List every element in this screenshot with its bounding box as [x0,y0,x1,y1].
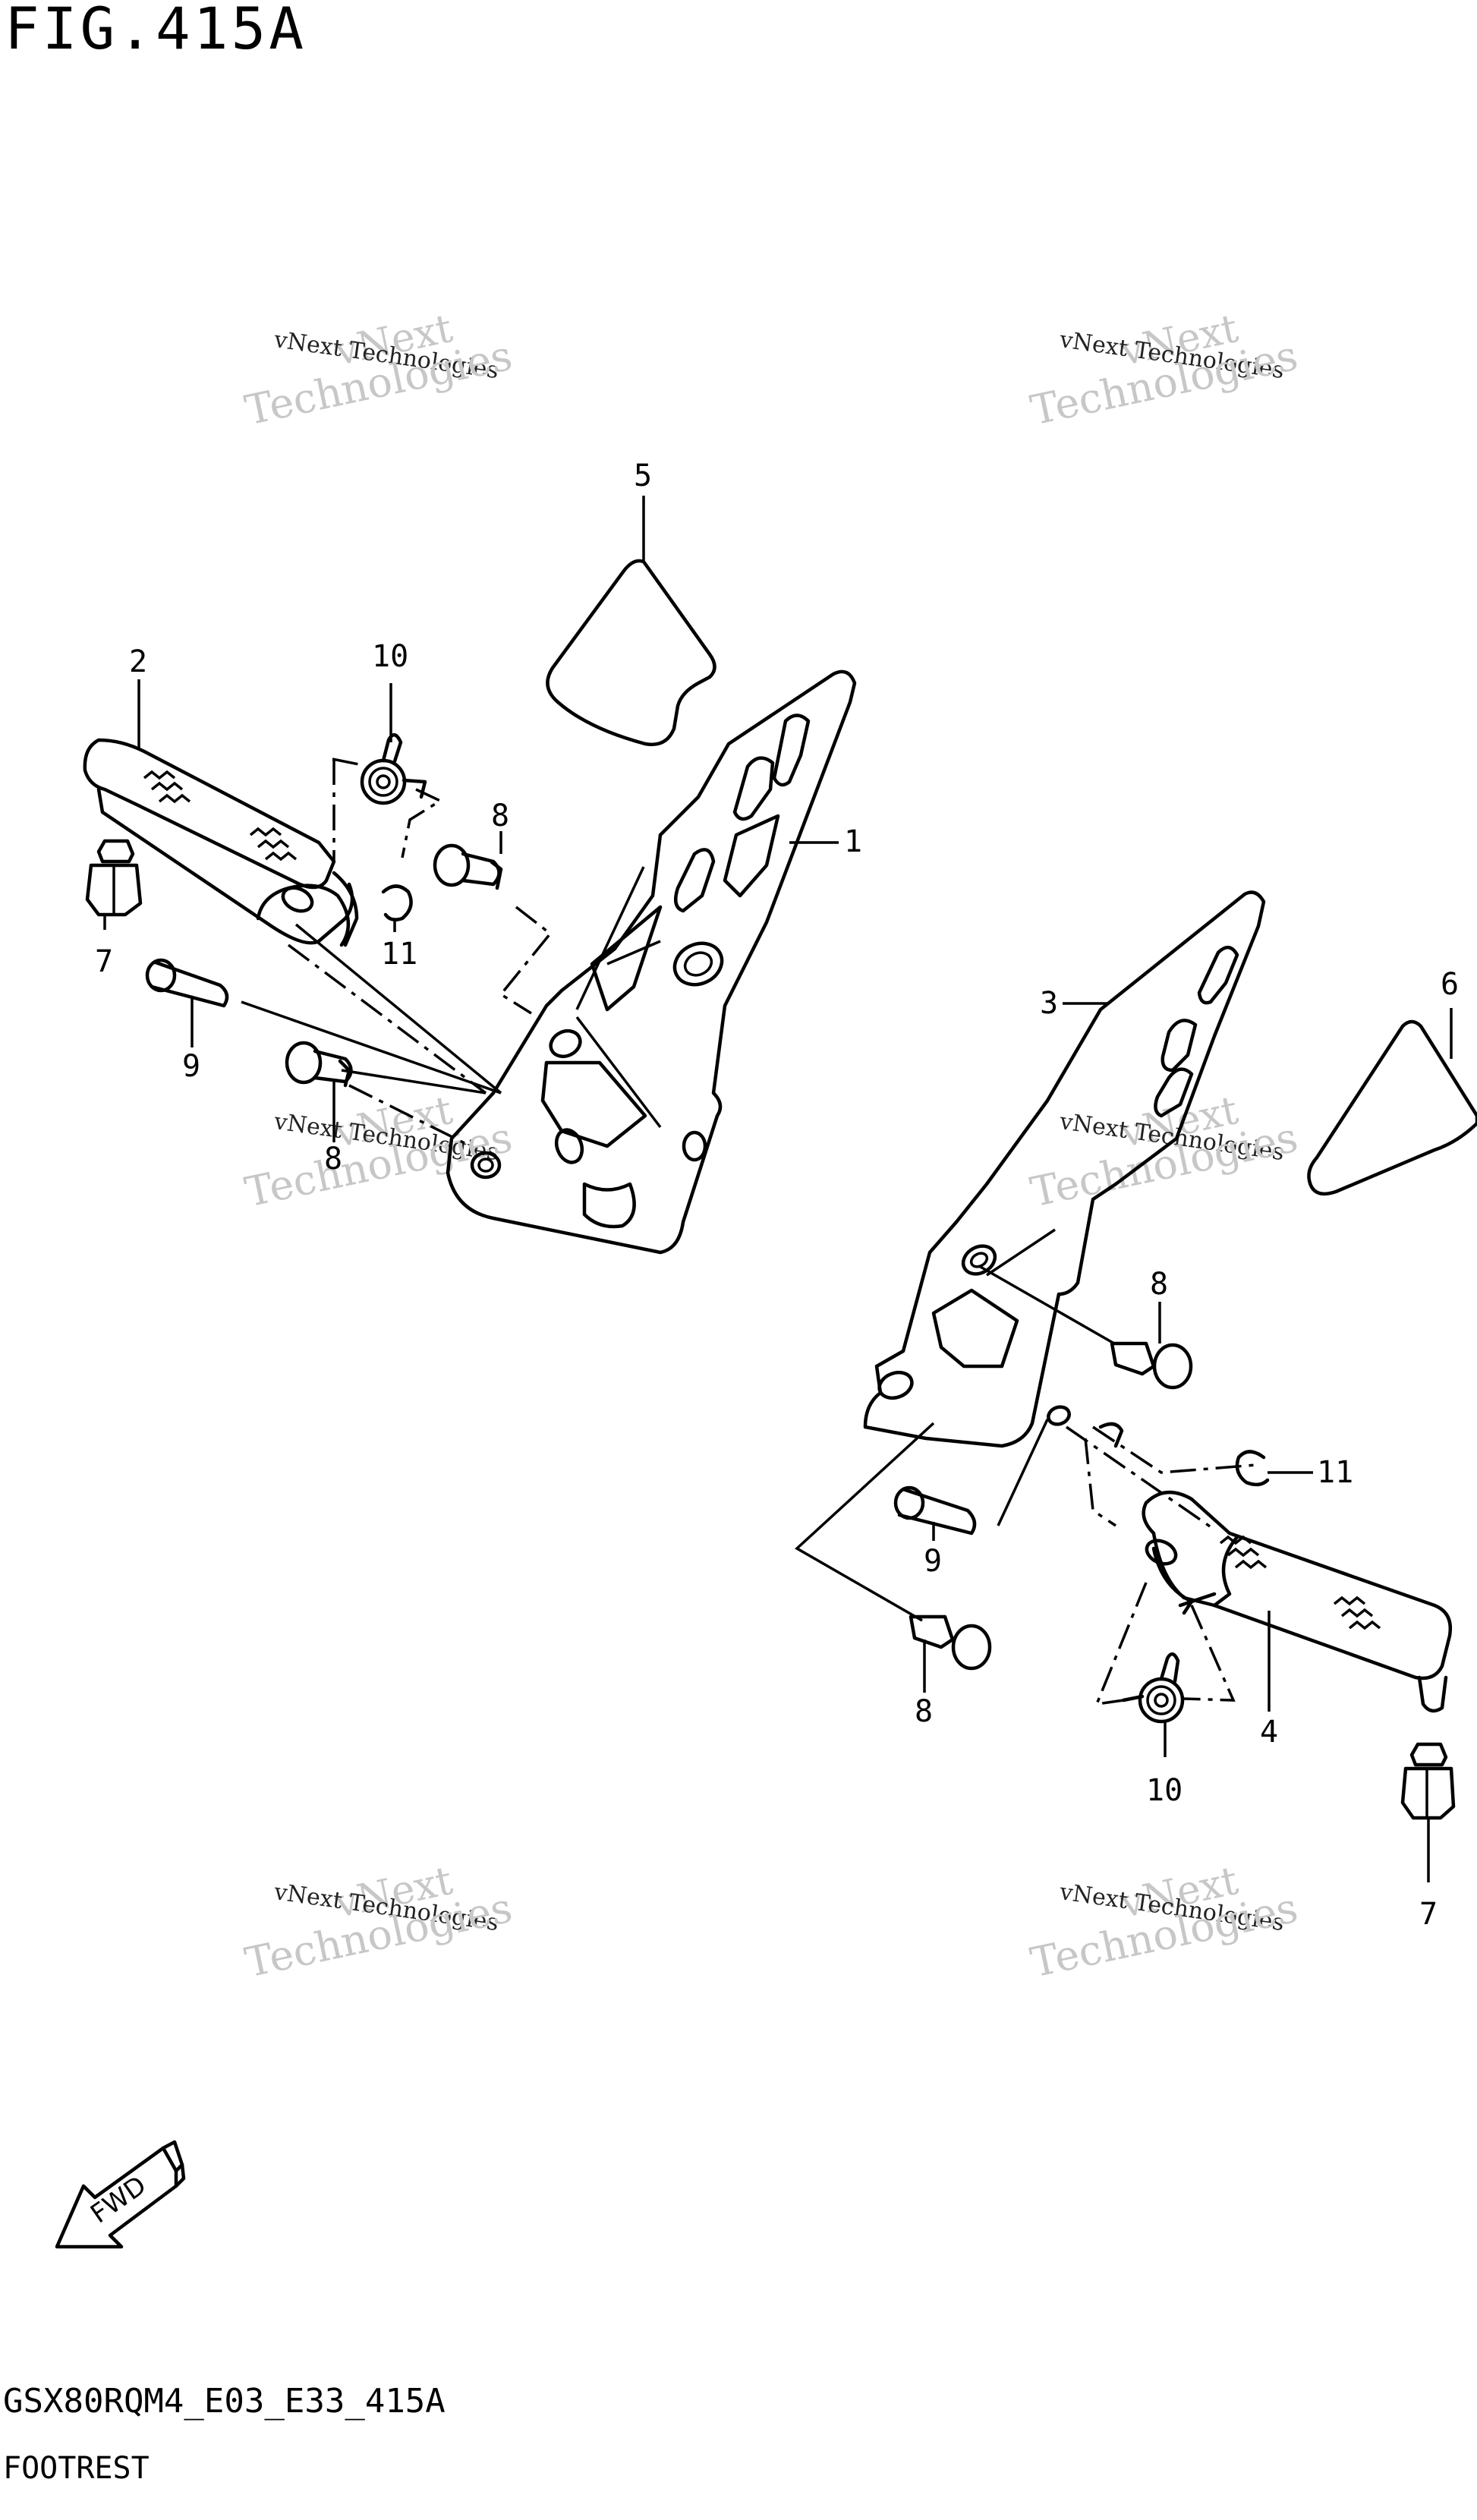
leader-dashed [1092,1425,1257,1474]
callout-5: 5 [634,458,652,493]
part-9-left-pin [145,958,229,1008]
part-4-right-footpeg [1142,1490,1453,1713]
part-8-bolt [1110,1341,1193,1390]
callout-1: 1 [844,824,862,859]
callout-7: 7 [95,944,113,979]
part-8-bolt [909,1614,992,1671]
callout-10: 10 [372,639,408,674]
part-1-left-bracket [446,669,857,1255]
part-11-left-circlip [381,884,413,921]
callout-4: 4 [1260,1715,1278,1750]
leader-line [294,923,502,1095]
part-9-right-pin [893,1485,977,1536]
leader-dashed [332,758,364,767]
callout-8: 8 [1150,1267,1168,1302]
callout-8: 8 [915,1694,933,1729]
callout-8: 8 [324,1142,342,1177]
callout-6: 6 [1441,967,1459,1002]
part-10-left-spring [360,733,427,805]
part-8-bolt [433,843,503,890]
figure-title: FIG.415A [5,0,307,62]
fwd-arrow-icon: FWD [55,2140,186,2249]
leader-dashed [1094,1582,1148,1706]
part-10-right-spring [1121,1652,1185,1724]
callout-3: 3 [1040,986,1058,1021]
leader-dashed [1066,1425,1215,1531]
leader-line [241,1000,502,1095]
part-11-right-circlip [1235,1450,1270,1487]
callout-11: 11 [1317,1455,1353,1490]
leader-dashed [1084,1438,1116,1527]
leader-line [795,1422,935,1622]
callout-2: 2 [129,644,147,679]
callouts: 1 2 3 4 5 6 7 7 8 8 8 8 9 9 10 10 11 [95,458,1459,1932]
leader-dashed [401,788,443,858]
leader-line [575,866,645,1010]
callout-9: 9 [182,1049,200,1084]
figure-name: FOOTREST [3,2451,150,2486]
callout-10: 10 [1146,1773,1183,1808]
callout-11: 11 [381,937,417,972]
part-3-right-bracket [863,890,1266,1448]
part-7-left-nut [85,839,143,917]
part-5-cover-pad [546,559,716,747]
leader-dashed [287,943,487,1095]
part-8-bolt [285,1041,353,1088]
leader-dashed [499,906,553,1015]
leader-dashed [1183,1605,1236,1702]
model-code: GSX80RQM4_E03_E33_415A [3,2382,446,2421]
part-7-right-nut [1400,1742,1456,1820]
callout-7: 7 [1419,1897,1438,1932]
callout-9: 9 [924,1544,942,1579]
part-6-cover-pad [1307,1019,1477,1196]
leader-line [341,1069,487,1095]
part-2-left-footpeg [83,738,359,947]
leader-dashed [348,1084,471,1148]
leader-line [978,1265,1115,1345]
callout-8: 8 [491,799,509,833]
leader-line [997,1419,1049,1526]
